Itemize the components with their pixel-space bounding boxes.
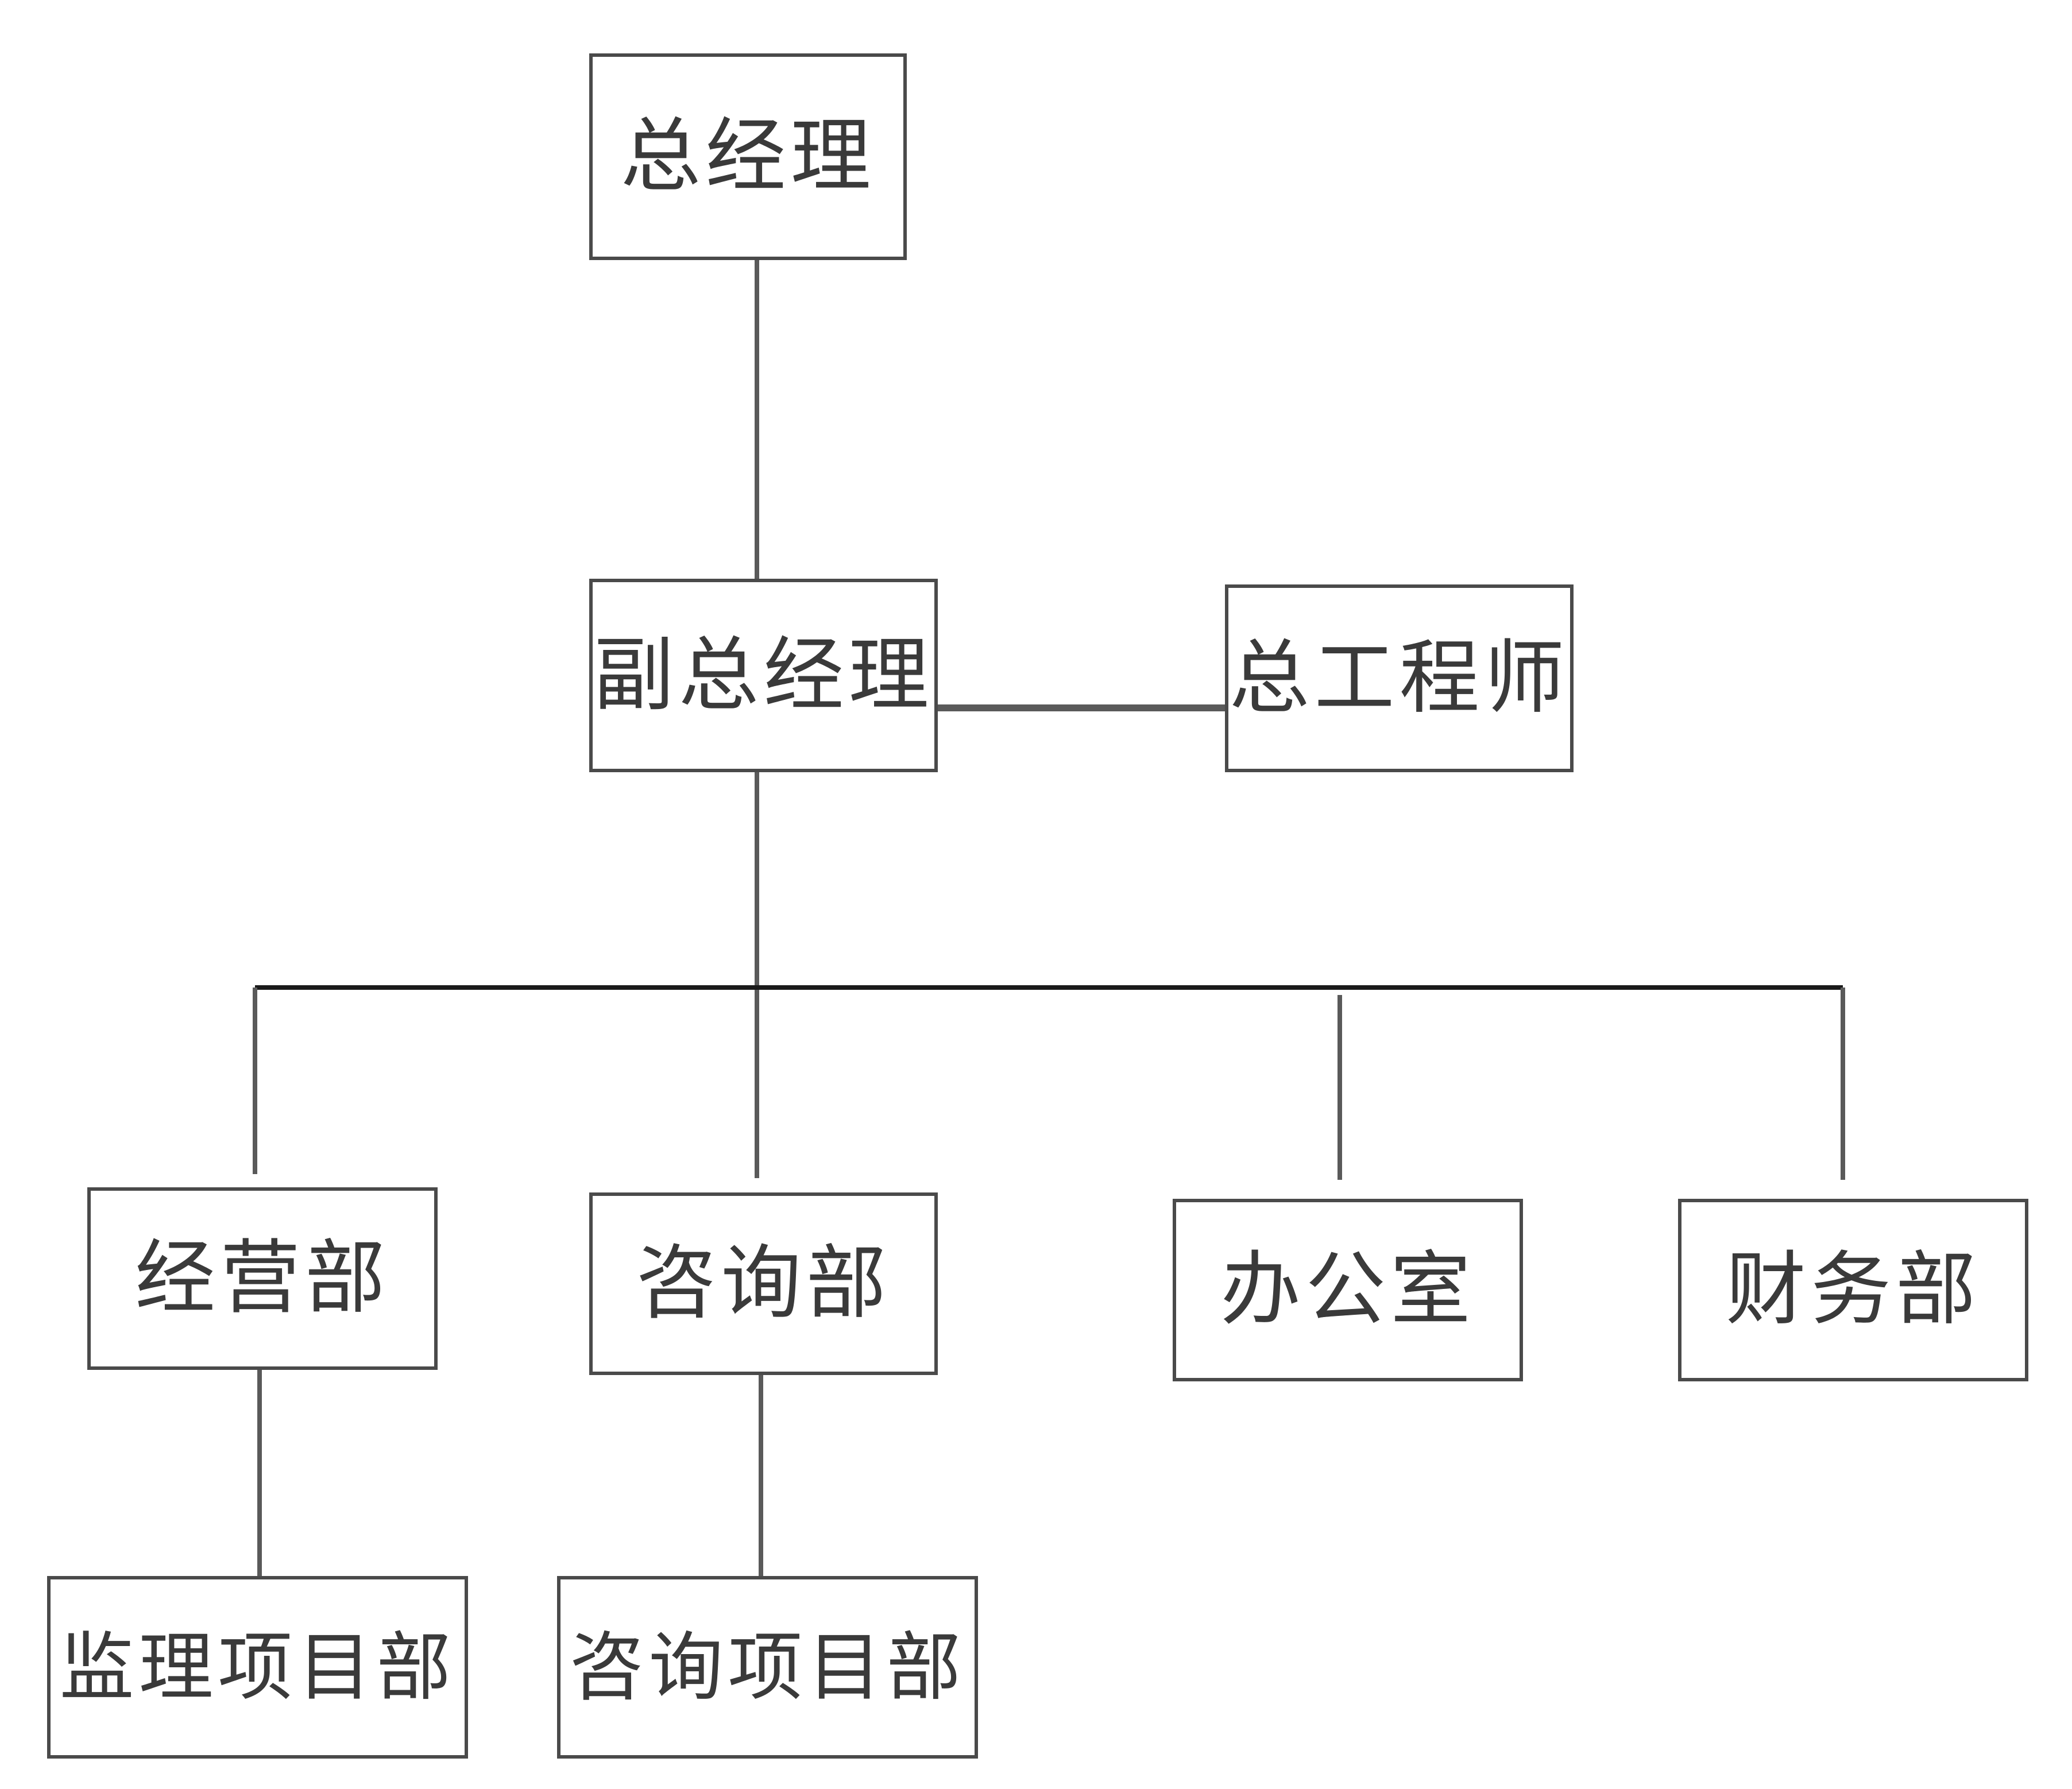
node-department: 咨询部 [589, 1192, 938, 1375]
node-department-label: 经营部 [134, 1232, 390, 1325]
node-deputy-general-manager: 副总经理 [589, 579, 938, 772]
node-sub-unit-label: 监理项目部 [59, 1624, 456, 1711]
node-department: 办公室 [1173, 1199, 1523, 1381]
node-sub-unit: 监理项目部 [47, 1576, 468, 1759]
node-department: 经营部 [87, 1187, 438, 1370]
node-sub-unit: 咨询项目部 [557, 1576, 978, 1759]
node-chief-engineer-label: 总工程师 [1229, 631, 1570, 725]
node-general-manager: 总经理 [589, 53, 907, 260]
node-sub-unit-label: 咨询项目部 [569, 1624, 966, 1711]
node-chief-engineer: 总工程师 [1225, 584, 1574, 772]
node-department-label: 咨询部 [636, 1237, 891, 1330]
node-deputy-general-manager-label: 副总经理 [593, 628, 934, 722]
node-department-label: 办公室 [1220, 1243, 1475, 1337]
node-department: 财务部 [1678, 1199, 2028, 1381]
node-general-manager-label: 总经理 [620, 110, 876, 203]
node-department-label: 财务部 [1725, 1243, 1981, 1337]
